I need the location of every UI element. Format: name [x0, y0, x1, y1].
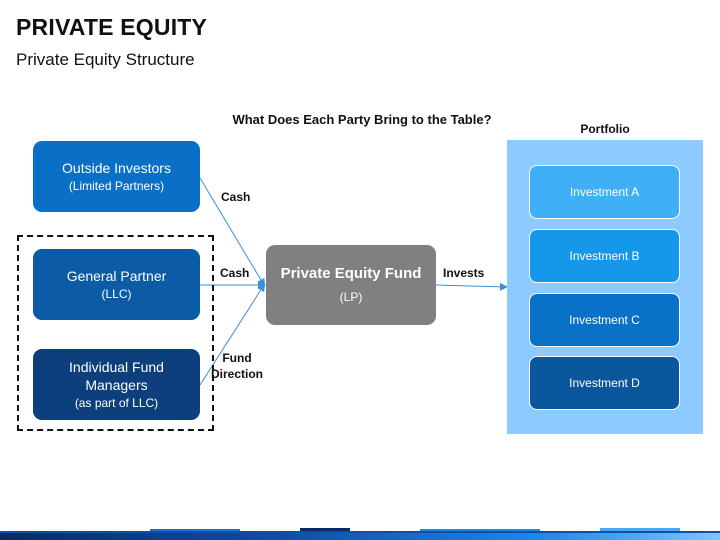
investment-c-box: Investment C — [529, 293, 680, 347]
page-title: PRIVATE EQUITY — [16, 14, 208, 40]
outside-investors-name: Outside Investors — [62, 159, 171, 176]
arrow-fund-to-portfolio — [435, 282, 508, 291]
footer-bar — [0, 533, 720, 540]
portfolio-label: Portfolio — [580, 122, 630, 136]
footer-decoration — [0, 528, 720, 534]
general-partner-box: General Partner (LLC) — [33, 249, 200, 320]
private-equity-fund-box: Private Equity Fund (LP) — [266, 245, 436, 325]
fund-managers-name-line1: Individual Fund — [69, 358, 164, 375]
investment-a-box: Investment A — [529, 165, 680, 219]
flow-label-invests: Invests — [443, 266, 485, 280]
arrow-outside-to-fund — [199, 177, 266, 287]
fund-name: Private Equity Fund — [280, 264, 422, 282]
flow-label-cash-gp: Cash — [220, 266, 250, 280]
page-subtitle: Private Equity Structure — [16, 50, 195, 69]
flow-label-cash-outside: Cash — [221, 190, 251, 204]
flow-label-fund-direction: Fund Direction — [210, 350, 264, 382]
outside-investors-box: Outside Investors (Limited Partners) — [33, 141, 200, 212]
general-partner-detail: (LLC) — [101, 286, 132, 301]
diagram-question: What Does Each Party Bring to the Table? — [232, 112, 492, 127]
general-partner-name: General Partner — [66, 267, 167, 284]
arrow-managers-to-fund — [199, 283, 266, 386]
fund-managers-name-line2: Managers — [85, 376, 148, 393]
investment-d-box: Investment D — [529, 356, 680, 410]
outside-investors-detail: (Limited Partners) — [68, 178, 165, 193]
fund-managers-detail: (as part of LLC) — [74, 395, 159, 410]
investment-b-box: Investment B — [529, 229, 680, 283]
gp-group-dashed-border — [17, 235, 214, 431]
fund-detail: (LP) — [339, 289, 363, 304]
flow-label-fund-direction-line1: Fund — [222, 351, 252, 365]
flow-label-fund-direction-line2: Direction — [210, 367, 263, 381]
fund-managers-box: Individual Fund Managers (as part of LLC… — [33, 349, 200, 420]
